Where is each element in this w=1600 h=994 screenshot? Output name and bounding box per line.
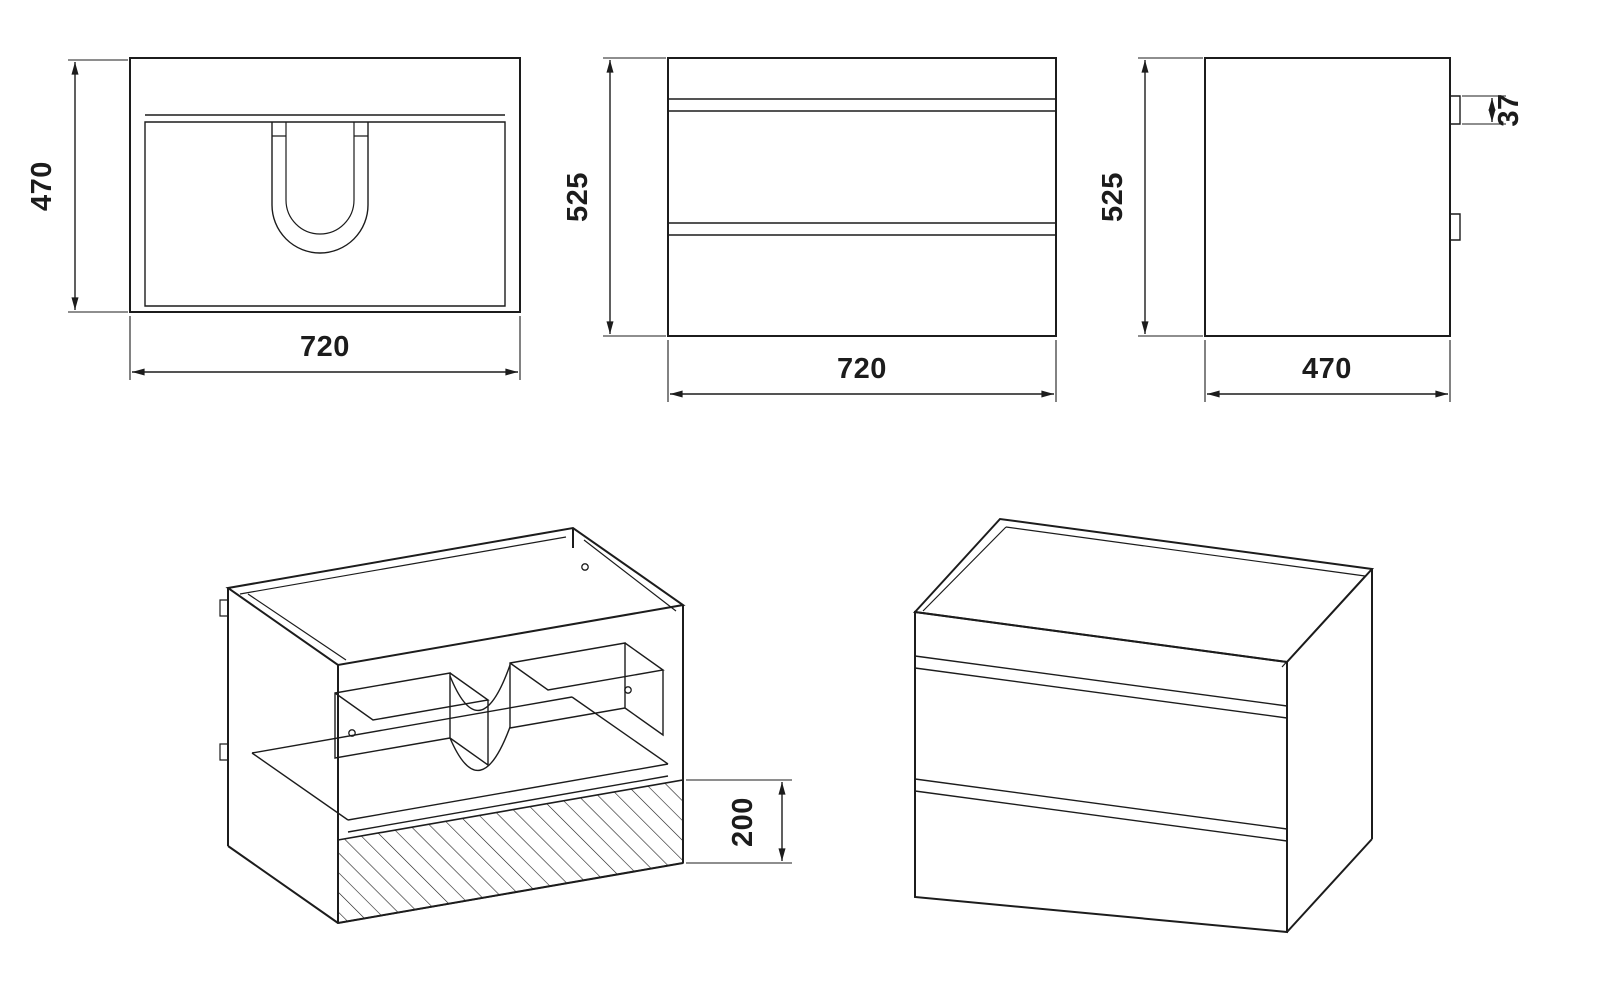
plan-width-extension-lines (129, 316, 521, 380)
side-outer-outline (1204, 57, 1451, 337)
plan-sink-cutout-inner (285, 122, 355, 235)
front-width-extension-lines (667, 340, 1057, 402)
side-wall-hanger-brackets (1450, 95, 1461, 241)
iso1-vertical-edges (227, 528, 684, 923)
front-width-dimension-label: 720 (837, 353, 887, 385)
iso1-panel-thickness-lines (239, 536, 677, 661)
iso1-interior-bottom-shelf (251, 696, 669, 833)
iso2-front-face (914, 610, 1288, 934)
plan-depth-extension-lines (68, 59, 128, 313)
iso-view-assembled (912, 517, 1375, 934)
iso1-plumbing-recess-curves (449, 664, 511, 771)
side-view: 37 525 470 (1097, 57, 1525, 402)
iso1-screw-hole-left (348, 729, 356, 737)
iso1-hanger-clips (219, 599, 229, 761)
iso1-lower-drawer-zone-hatched (337, 779, 684, 924)
front-drawer-grooves (668, 98, 1056, 236)
plan-countertop-opening (144, 114, 506, 307)
plan-width-dimension-label: 720 (300, 331, 350, 363)
plan-sink-cutout-outer (271, 122, 369, 254)
side-depth-dimension-label: 470 (1302, 353, 1352, 385)
iso1-sink-shelf-right-bracket (509, 642, 665, 737)
iso1-drawer-height-extension-lines (686, 779, 792, 864)
plan-depth-dimension-label: 470 (26, 161, 58, 211)
side-height-extension-lines (1138, 57, 1203, 337)
side-hanger-extension-lines (1462, 95, 1506, 125)
iso2-right-side-panel-edges (1286, 569, 1373, 933)
side-hanger-dimension-label: 37 (1493, 93, 1525, 126)
front-height-extension-lines (603, 57, 666, 337)
side-depth-extension-lines (1204, 340, 1451, 402)
front-height-dimension-label: 525 (562, 172, 594, 222)
iso2-top-opening (912, 517, 1375, 664)
plan-outer-outline (129, 57, 521, 313)
iso2-panel-thickness-lines (922, 526, 1366, 668)
iso1-sink-shelf-left-bracket (334, 672, 490, 767)
iso1-screw-hole-back (581, 563, 589, 571)
front-outer-outline (667, 57, 1057, 337)
plan-view: 470 720 (26, 57, 521, 380)
iso1-drawer-height-dimension-label: 200 (727, 797, 759, 847)
front-view: 525 720 (562, 57, 1057, 402)
iso-view-internal: 200 (219, 526, 792, 924)
side-height-dimension-label: 525 (1097, 172, 1129, 222)
iso2-drawer-grooves (914, 655, 1288, 842)
iso1-screw-hole-right (624, 686, 632, 694)
